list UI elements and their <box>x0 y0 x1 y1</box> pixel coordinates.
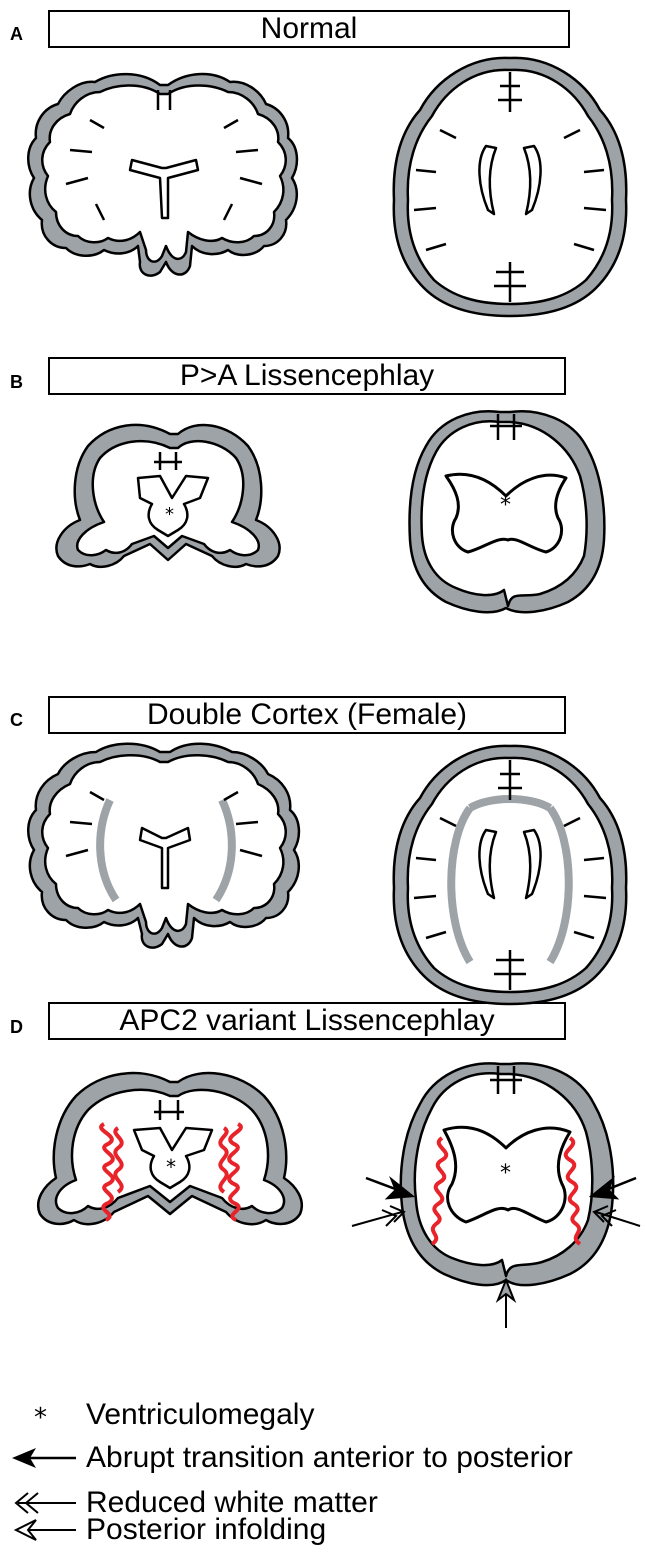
legend-item-posterior-infolding: Posterior infolding <box>0 1512 645 1552</box>
coronal-brain-double-cortex <box>28 744 299 948</box>
ventriculomegaly-asterisk-d-axial: * <box>500 1161 511 1186</box>
coronal-brain-normal <box>28 74 297 276</box>
reduced-white-matter-arrow-left <box>352 1206 404 1226</box>
legend-label: Posterior infolding <box>86 1512 326 1548</box>
filled-arrow-icon <box>10 1440 80 1476</box>
ventriculomegaly-asterisk-d-coronal: * <box>166 1155 176 1179</box>
posterior-infolding-arrow <box>498 1280 514 1328</box>
legend-item-abrupt-transition: Abrupt transition anterior to posterior <box>0 1440 645 1480</box>
ventriculomegaly-asterisk-b-axial: * <box>500 493 511 518</box>
legend-item-ventriculomegaly: * Ventriculomegaly <box>0 1395 645 1435</box>
axial-brain-double-cortex <box>394 746 627 1004</box>
legend-label: Ventriculomegaly <box>86 1397 314 1433</box>
axial-brain-normal <box>394 58 627 316</box>
coronal-brain-apc2-lissencephaly <box>38 1073 302 1224</box>
ventriculomegaly-asterisk-b-coronal: * <box>165 504 174 525</box>
open-chevron-arrow-icon <box>10 1512 80 1548</box>
legend-label: Abrupt transition anterior to posterior <box>86 1440 573 1476</box>
coronal-brain-pa-lissencephaly <box>56 425 279 567</box>
